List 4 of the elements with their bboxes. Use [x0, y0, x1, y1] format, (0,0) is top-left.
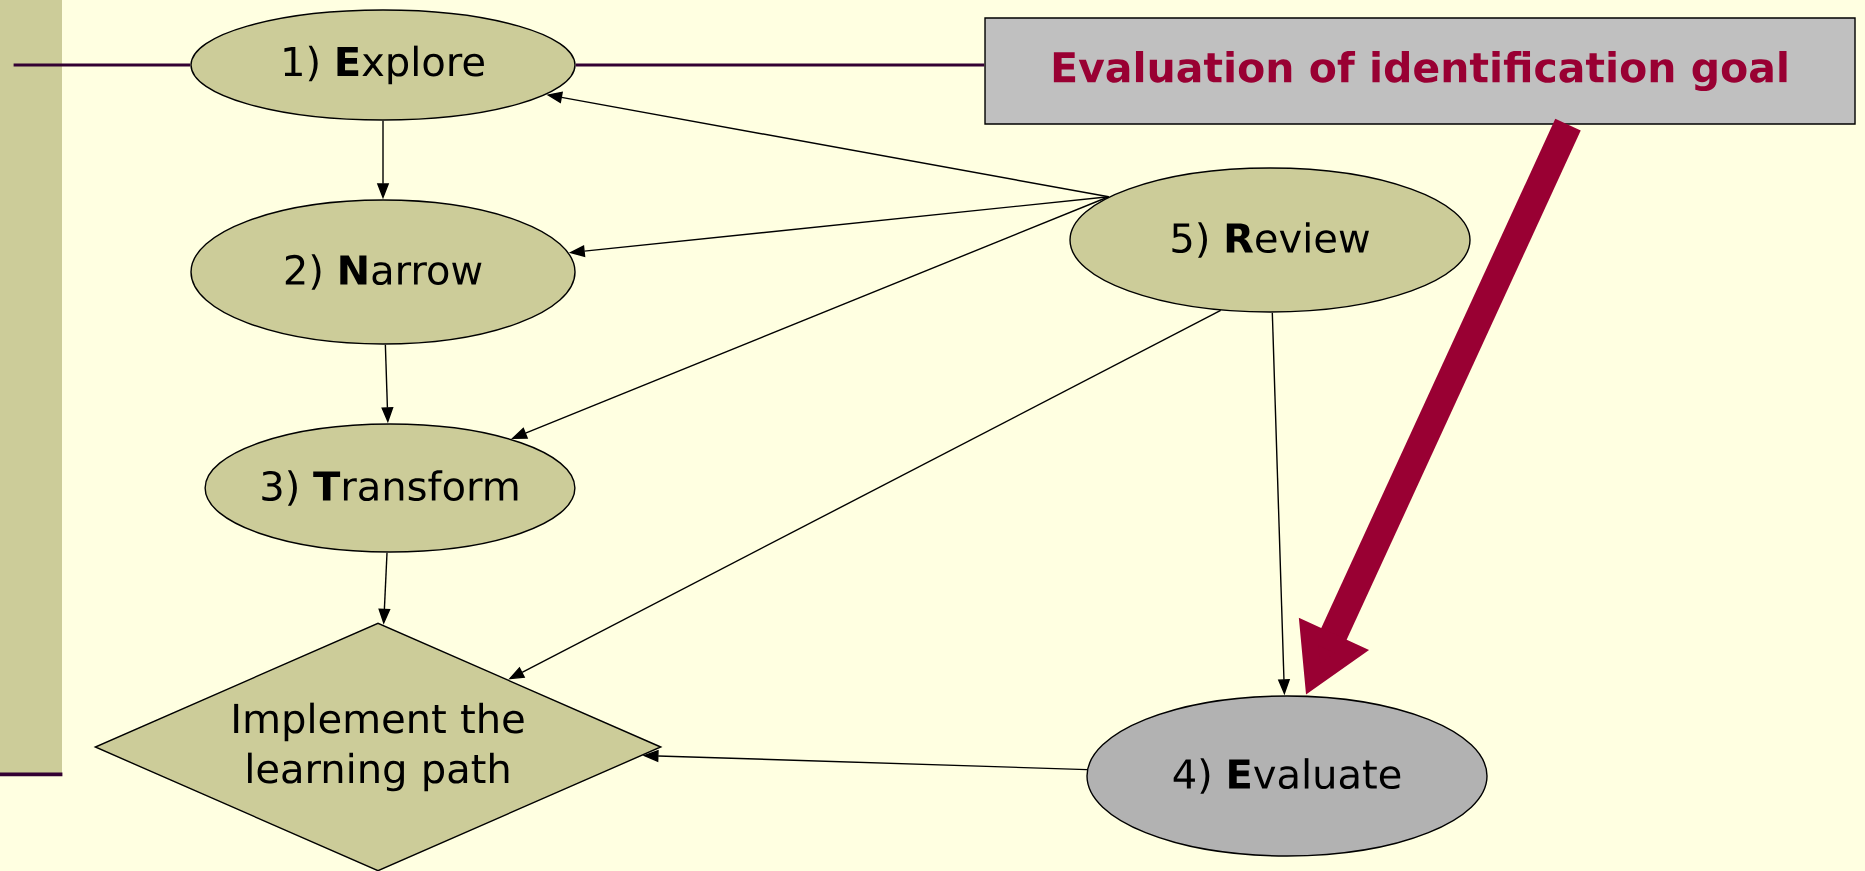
- side-bar: [0, 0, 63, 777]
- connector-line: [575, 63, 985, 67]
- title-box: Evaluation of identification goal: [984, 17, 1856, 125]
- connector-line: [13, 63, 191, 67]
